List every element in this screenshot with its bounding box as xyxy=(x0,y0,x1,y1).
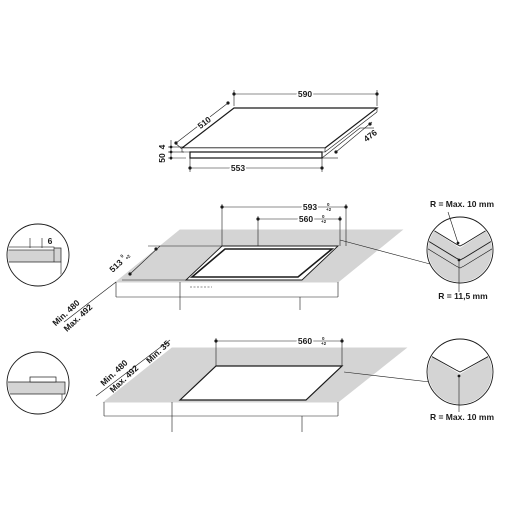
detail-6-label: 6 xyxy=(48,236,53,246)
dim-50-label: 50 xyxy=(157,153,167,163)
dim-560-a-tol-top: 0 xyxy=(322,214,325,219)
dim-560-a-tol-bottom: +2 xyxy=(321,219,327,224)
depth-range-a: Min. 480 Max. 492 xyxy=(50,281,117,334)
radius-b-label: R = Max. 10 mm xyxy=(430,412,494,422)
cutout-flush-drawing: 593 0 +2 560 0 +2 513 0 +2 xyxy=(6,199,494,334)
dim-height: 4 50 xyxy=(157,140,186,163)
dim-560-a-label: 560 xyxy=(299,214,313,224)
rebate-inner xyxy=(189,248,335,278)
dim-560-b-label: 560 xyxy=(298,336,312,346)
dim-560-b-tol-bottom: +2 xyxy=(321,341,327,346)
cutout-standard-drawing: 560 0 +2 Min. 480 Max. 492 Min. 35 xyxy=(6,335,494,432)
dim-593: 593 0 +2 xyxy=(220,201,348,246)
dim-560-b-tol-top: 0 xyxy=(322,336,325,341)
leader-a xyxy=(339,239,431,265)
leader-b xyxy=(343,371,431,383)
radius-bottom-label: R = 11,5 mm xyxy=(438,291,488,301)
dim-590: 590 xyxy=(232,88,379,106)
dim-513-tol-top: 0 xyxy=(119,253,125,259)
dim-553: 553 xyxy=(188,158,324,175)
section-detail-b xyxy=(6,351,70,415)
section-detail-a: 6 xyxy=(6,223,70,287)
dim-593-tol-bottom: +2 xyxy=(326,207,332,212)
dim-476-label: 476 xyxy=(362,127,380,144)
dim-553-label: 553 xyxy=(231,163,245,173)
dim-590-label: 590 xyxy=(298,89,312,99)
dim-4-label: 4 xyxy=(157,144,167,149)
dim-513-tol-bottom: +2 xyxy=(124,253,132,260)
hob-body-side xyxy=(321,127,361,159)
dim-593-label: 593 xyxy=(303,202,317,212)
dim-593-tol-top: 0 xyxy=(327,202,330,207)
dim-513-label: 513 xyxy=(107,257,124,274)
hob-glass-side-edge xyxy=(324,111,378,153)
dim-560-a: 560 0 +2 xyxy=(256,213,342,246)
radius-top-label: R = Max. 10 mm xyxy=(430,199,494,209)
dim-560-b: 560 0 +2 xyxy=(214,335,344,366)
corner-detail-a: R = Max. 10 mm R = 11,5 mm xyxy=(339,199,494,301)
corner-detail-b: R = Max. 10 mm xyxy=(343,338,494,422)
hob-drawing: 590 510 4 50 553 xyxy=(157,88,380,175)
hob-body xyxy=(189,151,323,159)
